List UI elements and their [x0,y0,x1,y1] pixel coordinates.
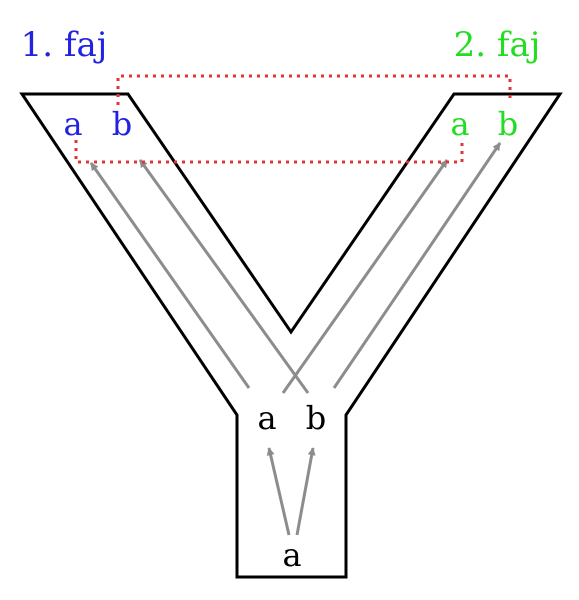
duplication-gene-a: a [257,399,276,437]
arrow-b-to-species2-b [332,142,502,389]
species2-gene-a: a [450,105,469,143]
ancestor-gene-a: a [282,536,301,574]
arrow-a-to-species1-a [89,162,251,389]
species1-title: 1. faj [21,25,108,65]
species1-gene-b: b [112,105,132,143]
ancestor-to-duplication-arrows [266,447,316,536]
tree-outline [19,92,563,579]
arrow-b-to-species1-b [138,159,310,394]
species2-title: 2. faj [454,25,541,65]
species-pair-link [116,74,512,105]
species1-gene-a: a [63,105,82,143]
species2-gene-b: b [498,105,518,143]
arrow-ancestor-to-a [266,447,291,536]
arrow-a-to-species2-a [281,159,449,394]
gene-a-link [74,140,464,164]
duplication-to-species-arrows [89,142,502,394]
arrow-ancestor-to-b [295,447,316,536]
duplication-gene-b: b [306,399,326,437]
